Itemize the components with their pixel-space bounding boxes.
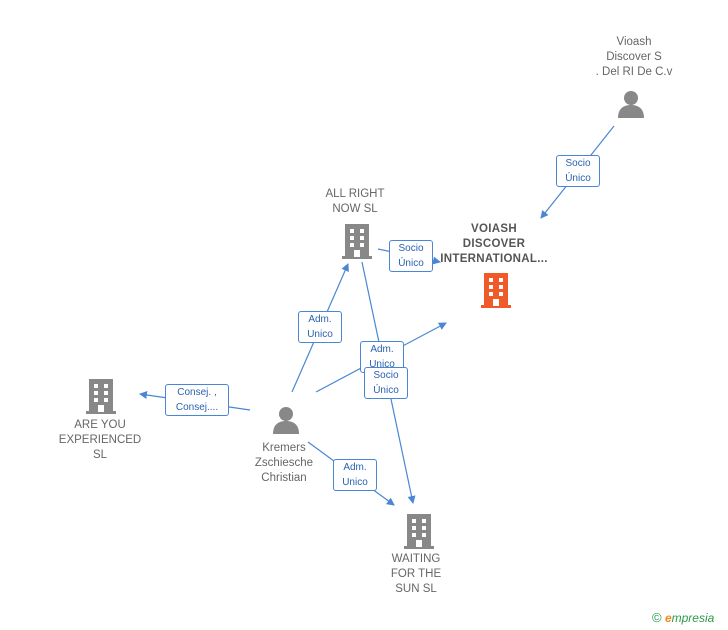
building-icon[interactable] — [86, 379, 116, 414]
person-icon[interactable] — [618, 91, 644, 118]
node-label-vioash[interactable]: Vioash Discover S . Del RI De C.v — [595, 36, 673, 78]
node-label-are-you[interactable]: ARE YOU EXPERIENCED SL — [58, 419, 142, 461]
node-label-waiting[interactable]: WAITING FOR THE SUN SL — [390, 553, 442, 595]
copyright-symbol: © — [652, 610, 662, 625]
edge-label-socio-unico[interactable]: Socio Único — [556, 155, 600, 187]
building-icon[interactable] — [342, 224, 372, 259]
edge-label-adm-unico[interactable]: Adm. Unico — [333, 459, 377, 491]
empresia-logo: © empresia — [652, 610, 714, 625]
edges-layer — [139, 125, 615, 506]
edge-label-socio-unico[interactable]: Socio Único — [389, 240, 433, 272]
node-label-all-right[interactable]: ALL RIGHT NOW SL — [325, 188, 385, 215]
person-icon[interactable] — [273, 407, 299, 434]
node-label-voiash-international[interactable]: VOIASH DISCOVER INTERNATIONAL... — [440, 223, 548, 265]
edge-label-socio-unico[interactable]: Socio Único — [364, 367, 408, 399]
building-icon[interactable] — [404, 514, 434, 549]
node-label-kremers[interactable]: Kremers Zschiesche Christian — [254, 442, 314, 484]
edge-label-consej[interactable]: Consej. , Consej.... — [165, 384, 229, 416]
brand-name: mpresia — [671, 611, 715, 625]
building-icon-main[interactable] — [481, 273, 511, 308]
edge-label-adm-unico[interactable]: Adm. Unico — [298, 311, 342, 343]
brand-e: e — [664, 611, 672, 625]
